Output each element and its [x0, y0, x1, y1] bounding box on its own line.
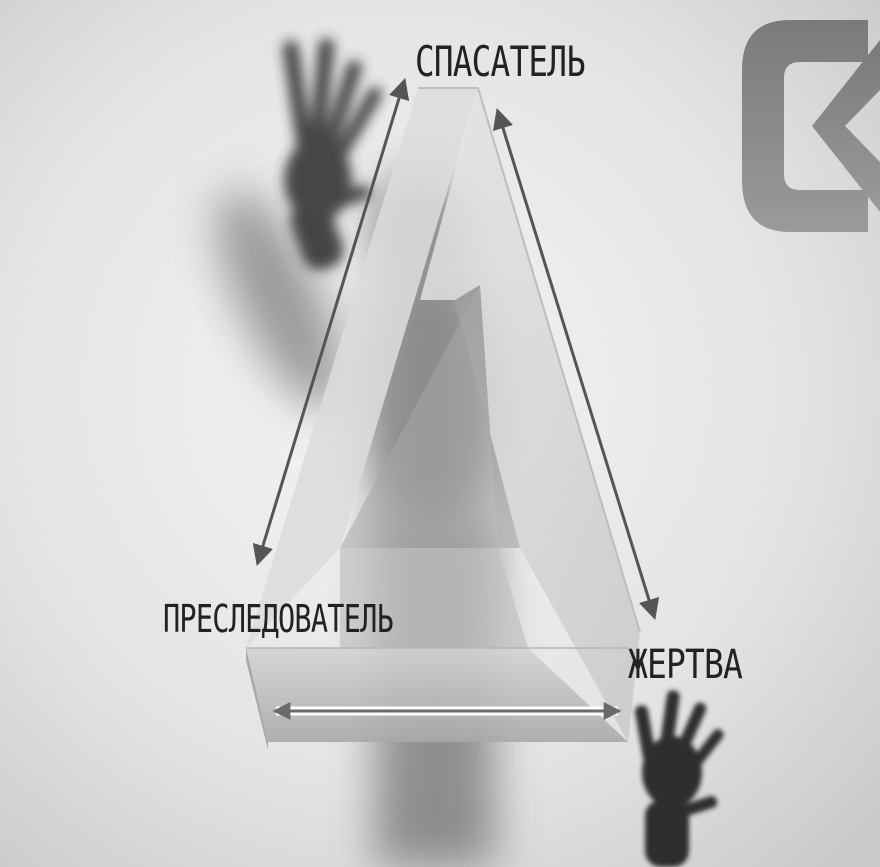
label-rescuer: СПАСАТЕЛЬ — [415, 37, 585, 86]
label-victim: ЖЕРТВА — [628, 642, 743, 688]
label-persecutor: ПРЕСЛЕДОВАТЕЛЬ — [163, 597, 393, 641]
